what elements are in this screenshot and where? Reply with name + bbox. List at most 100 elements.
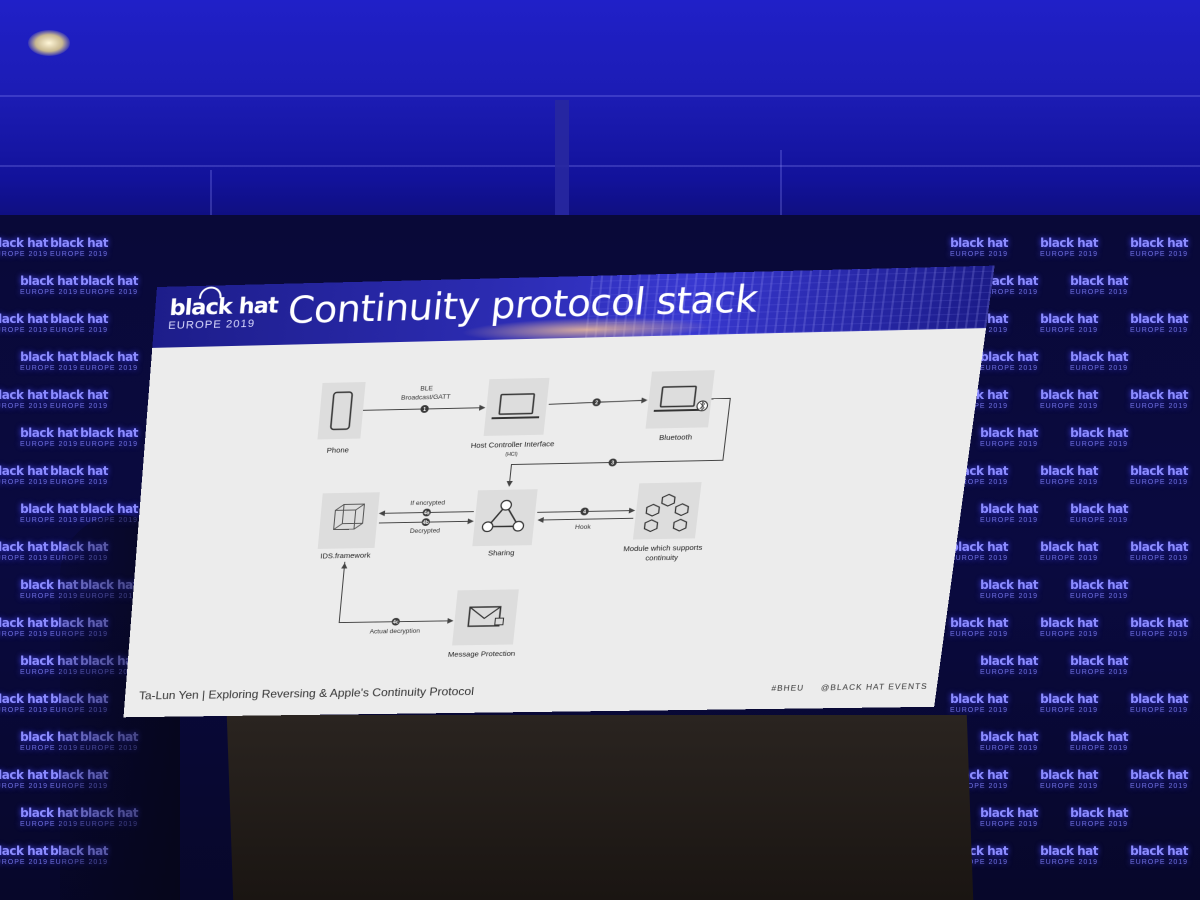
backdrop-logo-sub: EUROPE 2019 xyxy=(1040,859,1098,866)
footer-credit: Ta-Lun Yen | Exploring Reversing & Apple… xyxy=(139,685,475,703)
footer-hashtag: #BHEU xyxy=(771,684,805,693)
backdrop-logo-word: black hat xyxy=(1130,312,1188,326)
backdrop-logo-sub: EUROPE 2019 xyxy=(950,631,1008,638)
backdrop-logo: black hatEUROPE 2019 xyxy=(1070,805,1128,828)
backdrop-logo-sub: EUROPE 2019 xyxy=(20,517,78,524)
backdrop-logo-sub: EUROPE 2019 xyxy=(0,403,48,410)
ceiling-light xyxy=(28,30,70,56)
backdrop-logo: black hatEUROPE 2019 xyxy=(80,425,138,448)
backdrop-logo-word: black hat xyxy=(1070,806,1128,820)
backdrop-logo-word: black hat xyxy=(1070,350,1128,364)
backdrop-logo-sub: EUROPE 2019 xyxy=(980,821,1038,828)
footer-handle: @BLACK HAT EVENTS xyxy=(820,682,928,692)
hci-label: Host Controller Interface xyxy=(470,439,555,449)
backdrop-logo-word: black hat xyxy=(1040,312,1098,326)
blackhat-logo-sub: EUROPE 2019 xyxy=(168,317,290,333)
backdrop-logo-sub: EUROPE 2019 xyxy=(1070,745,1128,752)
backdrop-logo-word: black hat xyxy=(1070,426,1128,440)
backdrop-logo-word: black hat xyxy=(950,692,1008,706)
backdrop-logo-word: black hat xyxy=(1130,236,1188,250)
backdrop-logo-word: black hat xyxy=(0,388,48,402)
edge-label-actual-decryption: Actual decryption xyxy=(369,628,420,635)
backdrop-logo: black hatEUROPE 2019 xyxy=(0,691,48,714)
edge-label-broadcast: Broadcast/GATT xyxy=(401,394,451,402)
bluetooth-node-bg xyxy=(646,370,715,429)
edge-label-ble: BLE xyxy=(420,385,434,392)
backdrop-logo-sub: EUROPE 2019 xyxy=(1130,631,1188,638)
blackhat-logo-word: black hat xyxy=(169,295,292,320)
backdrop-logo-word: black hat xyxy=(1040,464,1098,478)
backdrop-logo-sub: EUROPE 2019 xyxy=(50,479,108,486)
phone-label: Phone xyxy=(326,446,349,455)
backdrop-logo-word: black hat xyxy=(1070,654,1128,668)
step-badge-1: 1 xyxy=(420,405,429,413)
backdrop-logo-sub: EUROPE 2019 xyxy=(1130,327,1188,334)
module-label-line1: Module which supports xyxy=(623,543,703,553)
backdrop-logo-word: black hat xyxy=(980,502,1038,516)
backdrop-logo-word: black hat xyxy=(1130,768,1188,782)
backdrop-logo-sub: EUROPE 2019 xyxy=(1040,783,1098,790)
backdrop-logo-word: black hat xyxy=(980,654,1038,668)
backdrop-logo: black hatEUROPE 2019 xyxy=(950,539,1008,562)
backdrop-logo: black hatEUROPE 2019 xyxy=(980,349,1038,372)
backdrop-logo-sub: EUROPE 2019 xyxy=(20,441,78,448)
phone-node-bg xyxy=(317,382,365,439)
backdrop-logo-sub: EUROPE 2019 xyxy=(1070,593,1128,600)
backdrop-logo: black hatEUROPE 2019 xyxy=(1130,767,1188,790)
backdrop-logo-word: black hat xyxy=(1040,844,1098,858)
backdrop-logo-sub: EUROPE 2019 xyxy=(980,745,1038,752)
step-badge-2: 2 xyxy=(592,398,601,406)
step-badge-4: 4 xyxy=(580,508,589,516)
module-label-line2: continuity xyxy=(645,553,679,562)
backdrop-logo-sub: EUROPE 2019 xyxy=(1130,403,1188,410)
backdrop-logo-sub: EUROPE 2019 xyxy=(0,479,48,486)
backdrop-logo-word: black hat xyxy=(0,844,48,858)
backdrop-logo-word: black hat xyxy=(0,768,48,782)
backdrop-logo-word: black hat xyxy=(1130,540,1188,554)
backdrop-logo-sub: EUROPE 2019 xyxy=(80,441,138,448)
backdrop-logo-sub: EUROPE 2019 xyxy=(980,441,1038,448)
edge-label-if-encrypted: If encrypted xyxy=(410,500,446,507)
backdrop-logo-word: black hat xyxy=(1070,730,1128,744)
edge-ids-msgprot xyxy=(339,560,459,623)
podium-stand xyxy=(227,715,973,900)
backdrop-logo: black hatEUROPE 2019 xyxy=(0,463,48,486)
slide-body: 1 2 3 4 4a 4b 4c Phone Host Controller I… xyxy=(126,328,986,682)
backdrop-logo-word: black hat xyxy=(980,730,1038,744)
backdrop-logo-sub: EUROPE 2019 xyxy=(1070,517,1128,524)
backdrop-logo-sub: EUROPE 2019 xyxy=(1040,327,1098,334)
backdrop-logo-word: black hat xyxy=(1040,692,1098,706)
backdrop-logo-sub: EUROPE 2019 xyxy=(1130,251,1188,258)
backdrop-logo-sub: EUROPE 2019 xyxy=(1070,365,1128,372)
backdrop-logo-sub: EUROPE 2019 xyxy=(1040,479,1098,486)
backdrop-logo-sub: EUROPE 2019 xyxy=(1070,821,1128,828)
backdrop-logo-sub: EUROPE 2019 xyxy=(50,251,108,258)
hci-sub-label: (HCI) xyxy=(505,452,518,458)
backdrop-logo-sub: EUROPE 2019 xyxy=(1040,631,1098,638)
backdrop-logo-sub: EUROPE 2019 xyxy=(1070,289,1128,296)
backdrop-logo: black hatEUROPE 2019 xyxy=(80,349,138,372)
continuity-diagram: 1 2 3 4 4a 4b 4c Phone Host Controller I… xyxy=(126,328,986,682)
svg-text:4c: 4c xyxy=(393,620,399,626)
backdrop-logo-word: black hat xyxy=(1130,692,1188,706)
backdrop-logo-sub: EUROPE 2019 xyxy=(950,555,1008,562)
backdrop-logo: black hatEUROPE 2019 xyxy=(950,615,1008,638)
edge-label-hook: Hook xyxy=(575,524,592,531)
backdrop-logo-sub: EUROPE 2019 xyxy=(1040,251,1098,258)
backdrop-logo: black hatEUROPE 2019 xyxy=(50,387,108,410)
backdrop-logo-word: black hat xyxy=(0,236,48,250)
backdrop-logo: black hatEUROPE 2019 xyxy=(1070,729,1128,752)
backdrop-logo-sub: EUROPE 2019 xyxy=(1070,441,1128,448)
backdrop-logo-word: black hat xyxy=(50,236,108,250)
backdrop-logo-word: black hat xyxy=(80,426,138,440)
